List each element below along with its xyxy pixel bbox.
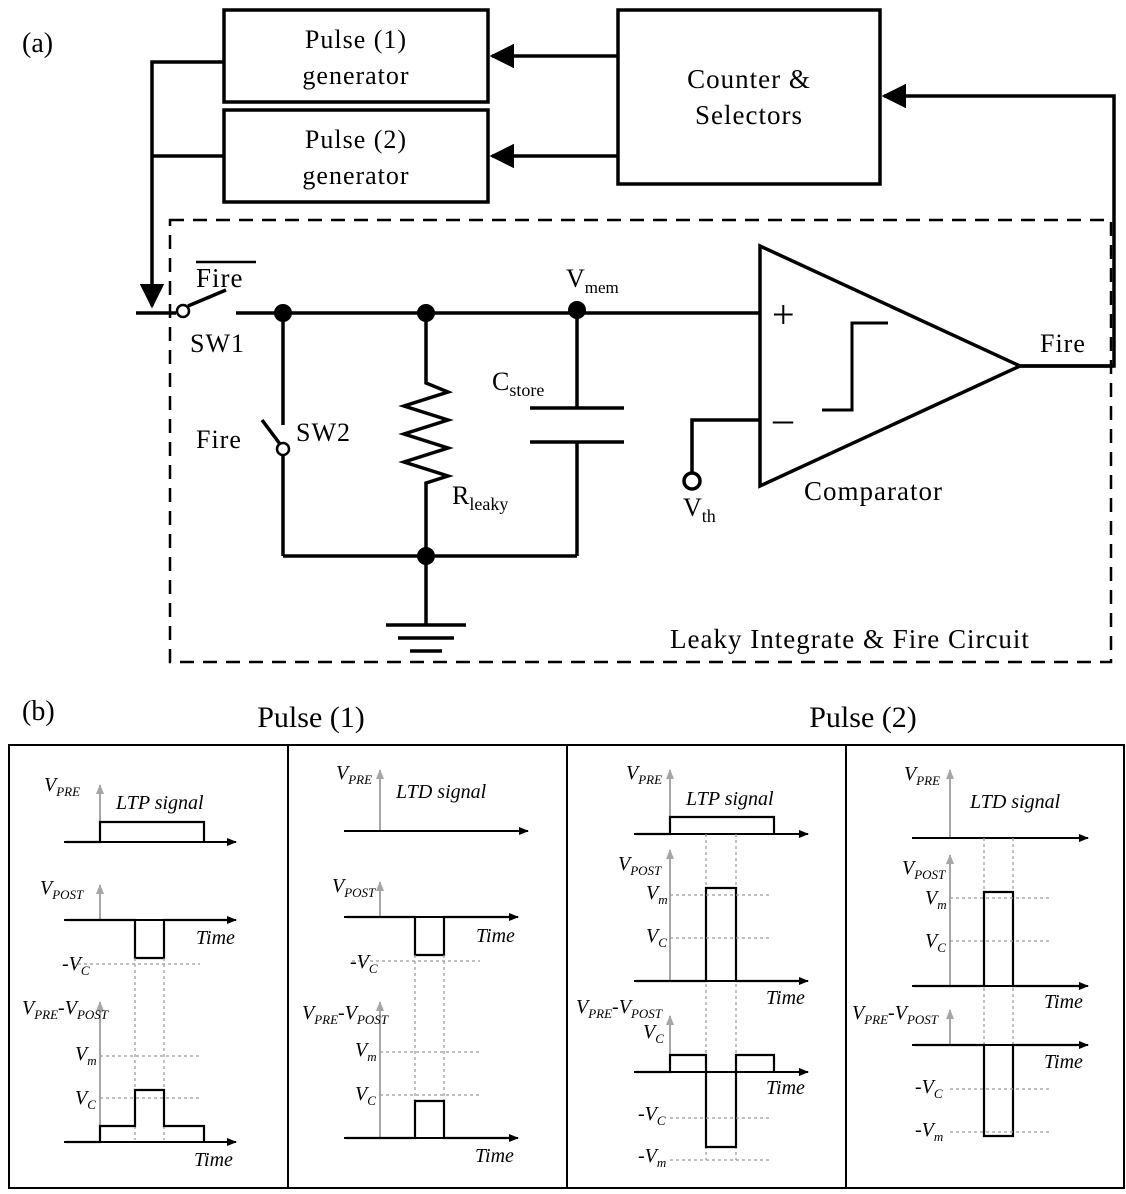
vm-label: Vm — [925, 887, 947, 912]
diff-label: VPRE-VPOST — [576, 996, 663, 1021]
ltd-signal-label: LTD signal — [395, 781, 487, 803]
sw1-label: SW1 — [190, 329, 245, 358]
time-label: Time — [766, 1077, 805, 1099]
vc-label: VC — [925, 930, 946, 955]
comparator-label: Comparator — [804, 476, 943, 506]
switch-sw1: Fire SW1 — [136, 260, 256, 358]
time-label: Time — [194, 1149, 233, 1171]
generator-output-wire — [139, 60, 224, 309]
neg-vm-label: -Vm — [638, 1145, 666, 1170]
rleaky-label: Rleaky — [452, 481, 508, 514]
time-label: Time — [475, 1145, 514, 1167]
pulse1-gen-line1: Pulse (1) — [305, 25, 407, 54]
lif-caption: Leaky Integrate & Fire Circuit — [670, 624, 1030, 654]
time-label: Time — [196, 927, 235, 949]
counter-selectors-block: Counter & Selectors — [616, 8, 882, 186]
diff-label: VPRE-VPOST — [302, 1002, 389, 1027]
cell-pulse2-ltp: VPRE LTP signal VPOST Vm VC Time VPRE-VP… — [576, 762, 809, 1170]
panel-b-label: (b) — [22, 696, 55, 727]
plus-sign: + — [772, 292, 795, 337]
node-dot — [568, 301, 586, 319]
vpost-label: VPOST — [902, 857, 946, 882]
vm-label: Vm — [355, 1039, 377, 1064]
pulse2-title: Pulse (2) — [809, 701, 917, 734]
vth-terminal: Vth — [682, 418, 760, 526]
vpre-label: VPRE — [626, 762, 662, 787]
comparator: + – Fire Comparator — [758, 243, 1114, 506]
counter-line2: Selectors — [695, 100, 803, 130]
vpost-label: VPOST — [618, 853, 662, 878]
diff-label: VPRE-VPOST — [22, 997, 109, 1022]
pulse1-title: Pulse (1) — [257, 701, 365, 734]
ground-symbol — [386, 556, 466, 653]
vpre-label: VPRE — [904, 763, 940, 788]
vm-label: Vm — [75, 1043, 97, 1068]
pulse2-gen-line1: Pulse (2) — [305, 125, 407, 154]
panel-a-label: (a) — [22, 28, 53, 59]
neg-vc-label: -VC — [638, 1103, 666, 1128]
switch-sw2: Fire SW2 — [196, 313, 351, 556]
fire-bar-label: Fire — [196, 263, 244, 293]
neg-vc-label: -VC — [350, 951, 378, 976]
fire-sw2-label: Fire — [196, 425, 242, 454]
capacitor-cstore: Cstore — [492, 313, 624, 556]
cell-pulse1-ltd: VPRE LTD signal VPOST Time -VC VPRE-VPOS… — [302, 762, 529, 1167]
ltp-signal-label: LTP signal — [685, 788, 774, 810]
vpre-label: VPRE — [44, 774, 80, 799]
hysteresis-icon — [822, 321, 888, 412]
vm-label: Vm — [646, 882, 668, 907]
neg-vc-label: -VC — [915, 1076, 943, 1101]
cell-pulse2-ltd: VPRE LTD signal VPOST Vm VC Time VPRE-VP… — [852, 763, 1089, 1144]
pulse1-gen-line2: generator — [302, 61, 409, 90]
lif-boundary — [168, 218, 1113, 664]
time-label: Time — [766, 987, 805, 1009]
vc-label: VC — [75, 1087, 96, 1112]
vpre-label: VPRE — [336, 762, 372, 787]
vmem-label: Vmem — [566, 264, 619, 297]
vpost-label: VPOST — [332, 875, 376, 900]
vc-label: VC — [355, 1083, 376, 1108]
time-label: Time — [1044, 1051, 1083, 1073]
resistor-rleaky: Rleaky — [398, 313, 508, 556]
ltd-signal-label: LTD signal — [969, 791, 1061, 813]
vc-label: VC — [643, 1021, 664, 1046]
cell-pulse1-ltp: VPRE LTP signal VPOST Time -VC VPRE-VPOS… — [22, 774, 237, 1171]
vth-label: Vth — [683, 493, 716, 526]
ltp-signal-label: LTP signal — [115, 792, 204, 814]
counter-line1: Counter & — [687, 64, 811, 94]
neg-vc-label: -VC — [62, 953, 90, 978]
neg-vm-label: -Vm — [915, 1119, 943, 1144]
minus-sign: – — [772, 396, 794, 441]
vpost-label: VPOST — [40, 877, 84, 902]
cstore-label: Cstore — [492, 367, 544, 400]
time-label: Time — [1044, 991, 1083, 1013]
fire-output-label: Fire — [1040, 329, 1086, 358]
vc-label: VC — [646, 925, 667, 950]
time-label: Time — [476, 925, 515, 947]
pulse1-generator-block: Pulse (1) generator — [222, 8, 490, 104]
diff-label: VPRE-VPOST — [852, 1002, 939, 1027]
pulse2-gen-line2: generator — [302, 161, 409, 190]
sw2-label: SW2 — [296, 418, 351, 447]
pulse2-generator-block: Pulse (2) generator — [222, 108, 490, 204]
